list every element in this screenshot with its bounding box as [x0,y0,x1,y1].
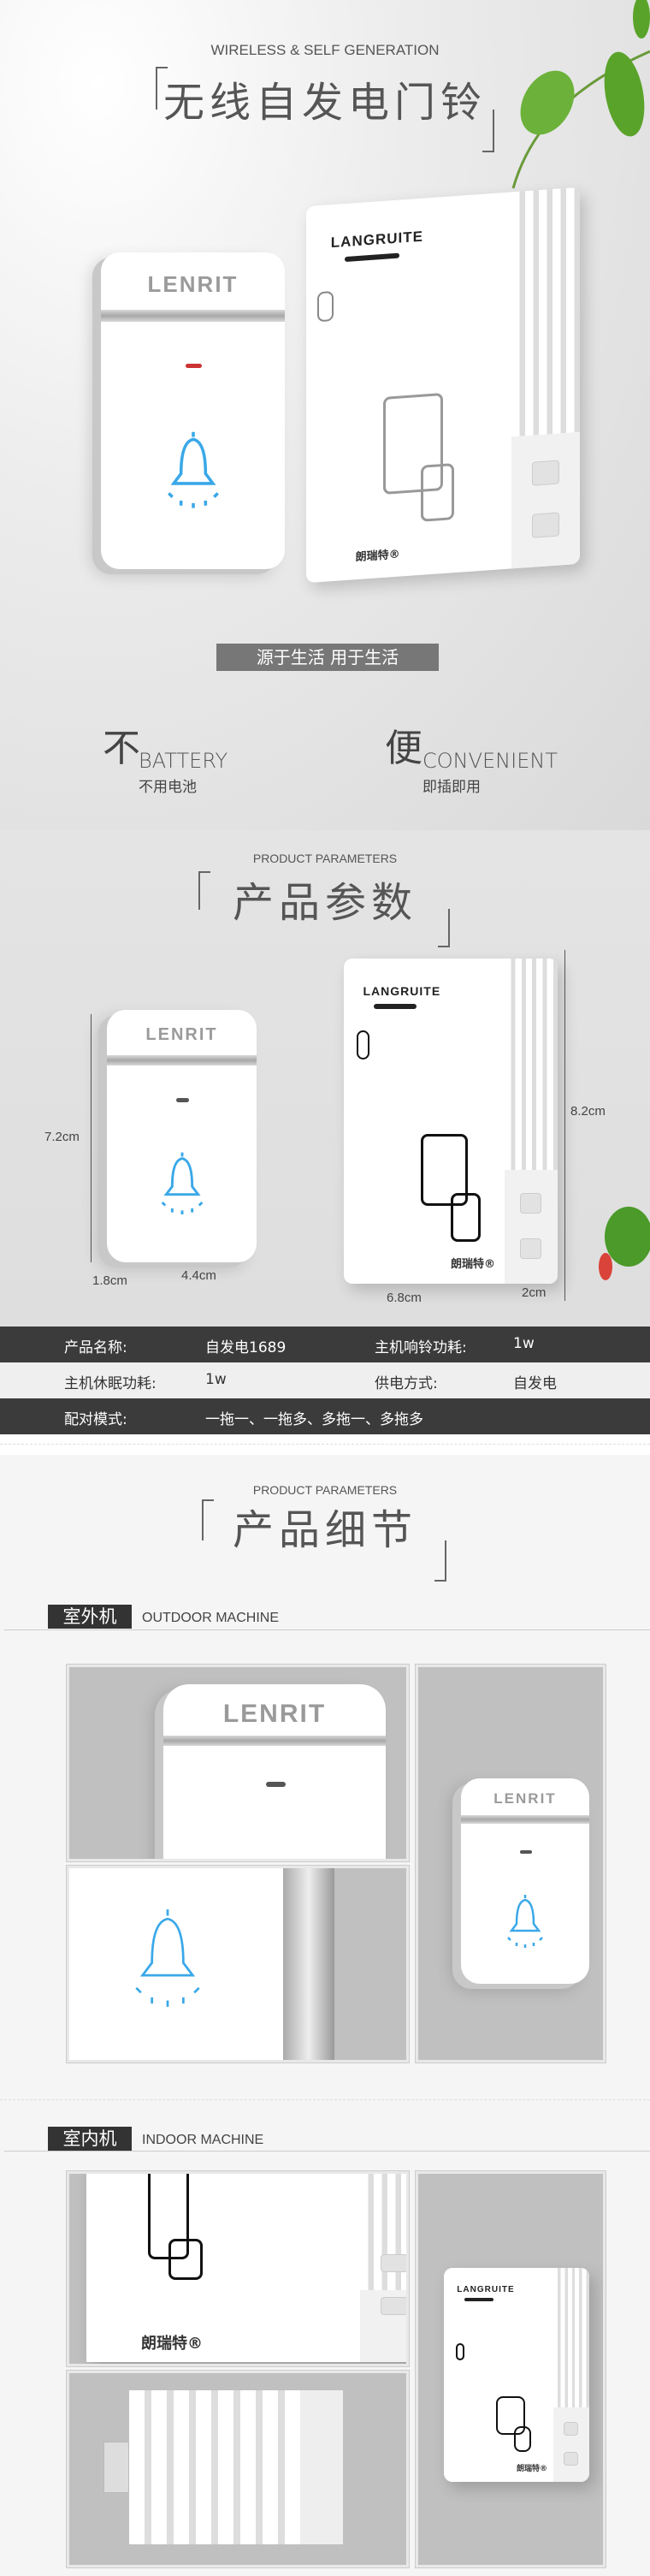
indoor-logo: LANGRUITE [457,2285,515,2294]
outdoor-detail-photo-bottom [66,1865,410,2063]
indoor-device-image: LANGRUITE 朗瑞特® [344,959,558,1284]
outdoor-logo: LENRIT [147,271,239,298]
bracket-left [156,67,168,110]
details-title: 产品细节 [232,1506,417,1554]
param-value: 自发电1689 [205,1339,287,1356]
params-section: PRODUCT PARAMETERS 产品参数 7.2cm LENRIT 1.8… [0,830,650,1327]
bracket-right [482,110,494,152]
indoor-cn-logo: 朗瑞特® [141,2335,203,2353]
feature-cn-right: 即插即用 [422,779,481,796]
param-value: 自发电 [513,1375,557,1392]
feature-char-right: 便 [385,727,422,770]
bracket-right [438,909,450,947]
feature-char-left: 不 [103,727,140,770]
bell-icon [507,1895,543,1948]
params-subtitle: PRODUCT PARAMETERS [252,852,398,865]
slogan-banner: 源于生活 用于生活 [216,644,439,671]
outdoor-label: OUTDOOR MACHINE [142,1611,279,1625]
indoor-detail-photo-side: LANGRUITE 朗瑞特® [415,2170,606,2568]
param-row: 配对模式: 一拖一、一拖多、多拖一、多拖多 [0,1398,650,1434]
bell-icon [167,431,219,508]
dim-outdoor-height: 7.2cm [44,1130,80,1144]
feature-en-left: BATTERY [139,749,228,773]
feature-cn-left: 不用电池 [139,779,197,796]
outdoor-logo: LENRIT [222,1700,327,1728]
indoor-cn-logo: 朗瑞特® [517,2465,548,2473]
indoor-detail-photo-bottom [66,2370,410,2568]
param-key: 供电方式: [375,1375,438,1392]
param-value: 1w [513,1335,535,1352]
indoor-cn-logo: 朗瑞特® [451,1257,496,1271]
indoor-device-image: LANGRUITE 朗瑞特® [306,187,580,584]
indoor-cn-logo: 朗瑞特® [355,548,400,565]
dim-outdoor-width: 4.4cm [181,1268,216,1283]
leaf-decoration-icon [511,0,650,189]
indoor-detail-photo-top: 朗瑞特® [66,2170,410,2367]
param-key: 产品名称: [64,1339,127,1356]
indoor-logo: LANGRUITE [363,984,441,999]
bell-icon [161,1152,203,1215]
param-row: 主机休眠功耗: 1w 供电方式: 自发电 [0,1362,650,1398]
feature-en-right: CONVENIENT [422,749,558,773]
indoor-label: INDOOR MACHINE [142,2133,264,2147]
bracket-left [202,1499,214,1540]
details-subtitle: PRODUCT PARAMETERS [252,1483,398,1497]
dim-indoor-width: 6.8cm [387,1291,422,1305]
outdoor-device-image: LENRIT [101,252,285,569]
outdoor-detail-photo-side: LENRIT [415,1664,606,2063]
hero-subtitle: WIRELESS & SELF GENERATION [210,42,440,58]
indoor-tag: 室内机 [48,2127,132,2151]
indoor-logo: LANGRUITE [330,228,423,252]
dim-indoor-height: 8.2cm [570,1104,606,1119]
dim-outdoor-depth: 1.8cm [92,1273,127,1288]
outdoor-logo: LENRIT [493,1790,557,1807]
plant-decoration-icon [599,1207,650,1280]
param-value: 一拖一、一拖多、多拖一、多拖多 [205,1411,423,1428]
params-title: 产品参数 [232,879,417,927]
outdoor-detail-photo-top: LENRIT [66,1664,410,1862]
param-row: 产品名称: 自发电1689 主机响铃功耗: 1w [0,1327,650,1362]
bell-icon [135,1909,200,2007]
hero-section: WIRELESS & SELF GENERATION 无线自发电门铃 LENRI… [0,0,650,830]
param-key: 主机响铃功耗: [375,1339,467,1356]
hero-title: 无线自发电门铃 [162,79,487,127]
bracket-left [198,871,210,910]
bracket-right [434,1540,446,1582]
outdoor-tag: 室外机 [48,1605,132,1629]
outdoor-logo: LENRIT [145,1024,218,1044]
outdoor-device-image: LENRIT [107,1010,257,1262]
param-key: 配对模式: [64,1411,127,1428]
dim-indoor-depth: 2cm [522,1285,547,1300]
param-key: 主机休眠功耗: [64,1375,157,1392]
param-value: 1w [205,1371,227,1388]
